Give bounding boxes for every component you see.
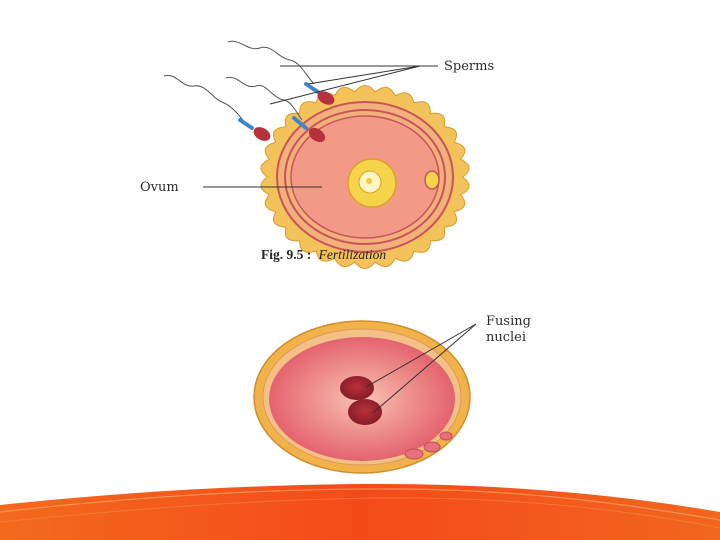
sperm-heads [253,91,335,143]
sperm-head-2 [308,127,326,143]
label-fusing-line1: Fusing [486,314,531,329]
fusing-nucleus-upper [340,376,374,400]
sperm-tail-3 [163,74,247,125]
sperm-midpieces [238,82,320,130]
footer-band [0,484,720,540]
polar-body [424,170,440,190]
label-sperms: Sperms [444,59,494,74]
zygote-polar-body-1 [404,448,424,460]
sperm-head-3 [253,127,271,141]
footer-decoration [0,484,720,540]
sperm-midpiece-3 [238,118,254,130]
ovum-nucleolus [366,178,372,184]
label-fusing-line2: nuclei [486,330,526,345]
leader-fusing-1 [365,323,477,388]
label-ovum: Ovum [140,180,179,195]
cell-membrane [284,109,446,245]
caption-number: Fig. 9.5 : [261,247,311,262]
leader-lines [203,65,438,188]
leader-sperms-3 [269,65,421,105]
fertilization-figure: Sperms Ovum Fig. 9.5 : Fertilization [140,40,494,270]
label-fusing-nuclei: Fusing nuclei [486,314,535,345]
zygote-polar-body-2 [423,441,441,453]
zygote-leader-lines [365,323,477,414]
leader-fusing-2 [372,323,477,414]
zygote-polar-body-3 [439,431,453,441]
sperm-midpiece-2 [292,116,308,130]
sperm-tail-1 [227,40,315,85]
footer-band-highlight-2 [0,497,720,529]
leader-sperms-2 [307,65,421,85]
zygote-polar-bodies [404,431,453,460]
sperm-tail-2 [225,76,303,121]
zygote-figure: Fusing nuclei [253,314,535,474]
sperm-tails [163,40,315,125]
fusing-nucleus-lower [348,399,382,425]
caption-title: Fertilization [318,247,387,262]
figure-caption: Fig. 9.5 : Fertilization [261,247,386,262]
sperm-head-1 [317,91,335,105]
sperm-midpiece-1 [304,82,320,94]
footer-band-highlight [0,488,720,521]
